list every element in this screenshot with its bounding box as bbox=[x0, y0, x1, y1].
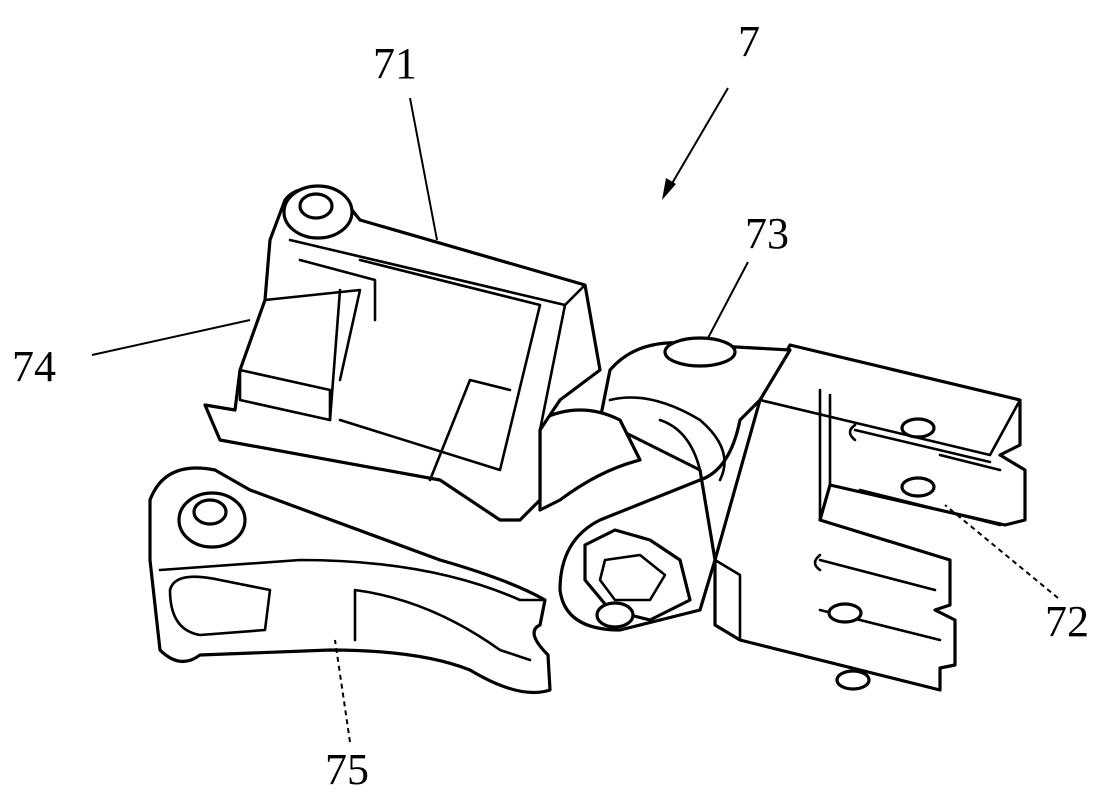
leader-7-arrow bbox=[666, 87, 729, 193]
leader-71 bbox=[409, 97, 438, 241]
pivot-link-73 bbox=[538, 336, 792, 632]
upper-bracket-71 bbox=[203, 184, 602, 522]
clevis-bracket-72 bbox=[713, 343, 1027, 692]
leader-74 bbox=[91, 319, 251, 356]
lower-arm-75 bbox=[148, 466, 552, 695]
label-7: 7 bbox=[738, 17, 760, 66]
leader-73 bbox=[707, 261, 749, 339]
label-71: 71 bbox=[373, 39, 417, 88]
leader-75 bbox=[334, 639, 351, 743]
label-73: 73 bbox=[745, 209, 789, 258]
label-72: 72 bbox=[1045, 597, 1089, 646]
arrowhead-7 bbox=[662, 178, 676, 200]
leader-72 bbox=[944, 504, 1059, 599]
label-75: 75 bbox=[325, 745, 369, 794]
label-74: 74 bbox=[12, 342, 56, 391]
